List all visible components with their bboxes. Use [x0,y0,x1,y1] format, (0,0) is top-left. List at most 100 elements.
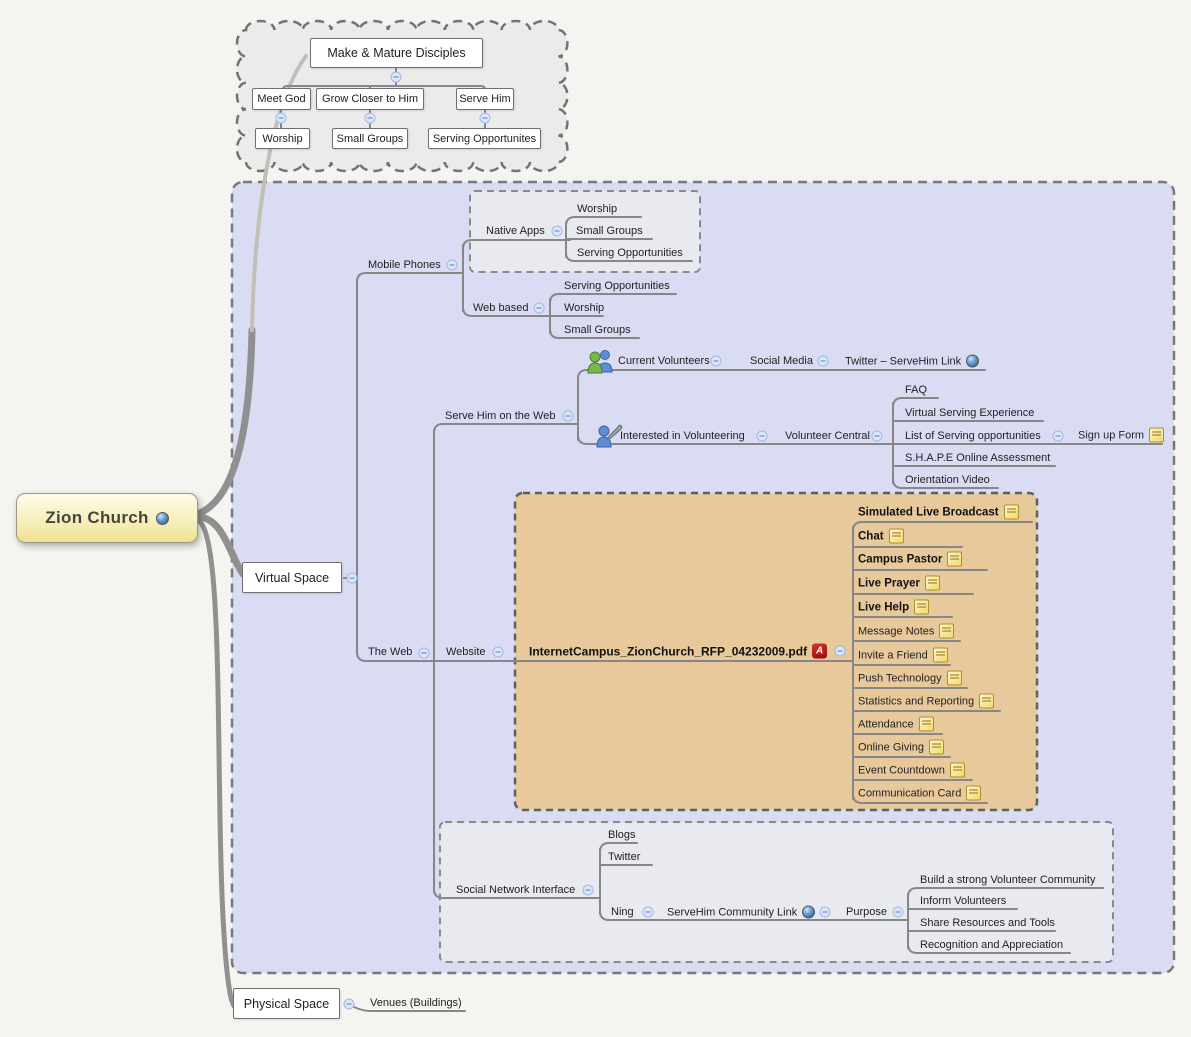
topic-campus-pastor[interactable]: Campus Pastor [858,551,963,567]
root-topic-zion-church[interactable]: Zion Church [16,493,198,543]
topic-webbased-worship[interactable]: Worship [564,302,605,314]
note-icon[interactable] [979,693,995,709]
topic-website[interactable]: Website [446,646,486,658]
topic-simulated-live-broadcast[interactable]: Simulated Live Broadcast [858,504,1019,520]
note-icon[interactable] [888,528,904,544]
collapse-minus-icon[interactable] [275,112,287,124]
collapse-minus-icon[interactable] [710,355,722,367]
topic-interested-in-volunteering[interactable]: Interested in Volunteering [620,430,745,442]
topic-internetcampus-pdf[interactable]: InternetCampus_ZionChurch_RFP_04232009.p… [529,643,828,659]
topic-faq[interactable]: FAQ [905,384,928,396]
collapse-minus-icon[interactable] [533,302,545,314]
topic-inform-volunteers[interactable]: Inform Volunteers [920,895,1007,907]
globe-icon[interactable] [966,354,980,368]
topic-meet-god[interactable]: Meet God [252,88,311,110]
topic-orientation-video[interactable]: Orientation Video [905,474,990,486]
topic-live-prayer[interactable]: Live Prayer [858,575,941,591]
topic-servehim-community-link[interactable]: ServeHim Community Link [667,905,816,919]
collapse-minus-icon[interactable] [1052,430,1064,442]
collapse-minus-icon[interactable] [562,410,574,422]
topic-online-giving[interactable]: Online Giving [858,739,945,755]
topic-event-countdown[interactable]: Event Countdown [858,762,965,778]
collapse-minus-icon[interactable] [871,430,883,442]
topic-label: Invite a Friend [858,649,928,661]
note-icon[interactable] [932,647,948,663]
topic-twitter[interactable]: Twitter [608,851,641,863]
topic-attendance[interactable]: Attendance [858,716,934,732]
topic-twitter-servehim-link[interactable]: Twitter – ServeHim Link [845,354,980,368]
collapse-minus-icon[interactable] [551,225,563,237]
note-icon[interactable] [929,739,945,755]
collapse-minus-icon[interactable] [418,647,430,659]
topic-push-technology[interactable]: Push Technology [858,670,962,686]
topic-native-small-groups[interactable]: Small Groups [576,225,643,237]
pdf-icon[interactable]: A [812,643,828,659]
note-icon[interactable] [914,599,930,615]
topic-serve-him[interactable]: Serve Him [456,88,514,110]
note-icon[interactable] [925,575,941,591]
topic-sign-up-form[interactable]: Sign up Form [1078,427,1165,443]
topic-the-web[interactable]: The Web [368,646,413,658]
collapse-minus-icon[interactable] [446,259,458,271]
note-icon[interactable] [939,623,955,639]
collapse-minus-icon[interactable] [642,906,654,918]
globe-icon[interactable] [802,905,816,919]
topic-shape-online-assessment[interactable]: S.H.A.P.E Online Assessment [905,452,1051,464]
topic-native-apps[interactable]: Native Apps [486,225,545,237]
topic-native-worship[interactable]: Worship [577,203,618,215]
topic-mobile-phones[interactable]: Mobile Phones [368,259,441,271]
note-icon[interactable] [918,716,934,732]
topic-grow-closer-to-him[interactable]: Grow Closer to Him [316,88,424,110]
topic-label: Grow Closer to Him [322,93,418,105]
topic-social-media[interactable]: Social Media [750,355,813,367]
note-icon[interactable] [946,670,962,686]
collapse-minus-icon[interactable] [364,112,376,124]
topic-webbased-small-groups[interactable]: Small Groups [564,324,631,336]
globe-icon[interactable] [155,511,169,525]
topic-virtual-serving-experience[interactable]: Virtual Serving Experience [905,407,1035,419]
topic-communication-card[interactable]: Communication Card [858,785,982,801]
topic-invite-a-friend[interactable]: Invite a Friend [858,647,948,663]
topic-message-notes[interactable]: Message Notes [858,623,955,639]
topic-webbased-serving-opportunities[interactable]: Serving Opportunities [564,280,670,292]
collapse-minus-icon[interactable] [346,572,358,584]
topic-make-mature-disciples[interactable]: Make & Mature Disciples [310,38,483,68]
topic-virtual-space[interactable]: Virtual Space [242,562,342,593]
collapse-minus-icon[interactable] [756,430,768,442]
collapse-minus-icon[interactable] [492,646,504,658]
note-icon[interactable] [966,785,982,801]
topic-current-volunteers[interactable]: Current Volunteers [618,355,710,367]
topic-native-serving-opportunities[interactable]: Serving Opportunities [577,247,683,259]
topic-web-based[interactable]: Web based [473,302,529,314]
topic-recognition-and-appreciation[interactable]: Recognition and Appreciation [920,939,1064,951]
topic-small-groups[interactable]: Small Groups [332,128,408,149]
topic-share-resources-and-tools[interactable]: Share Resources and Tools [920,917,1055,929]
topic-physical-space[interactable]: Physical Space [233,988,340,1019]
collapse-minus-icon[interactable] [834,645,846,657]
topic-serving-opportunites[interactable]: Serving Opportunites [428,128,541,149]
topic-venues-buildings[interactable]: Venues (Buildings) [370,997,462,1009]
note-icon[interactable] [1149,427,1165,443]
collapse-minus-icon[interactable] [819,906,831,918]
topic-ning[interactable]: Ning [611,906,634,918]
collapse-minus-icon[interactable] [479,112,491,124]
topic-live-help[interactable]: Live Help [858,599,930,615]
collapse-minus-icon[interactable] [817,355,829,367]
topic-purpose[interactable]: Purpose [846,906,887,918]
topic-serve-him-on-the-web[interactable]: Serve Him on the Web [445,410,556,422]
note-icon[interactable] [947,551,963,567]
note-icon[interactable] [1003,504,1019,520]
topic-chat[interactable]: Chat [858,528,904,544]
topic-worship[interactable]: Worship [255,128,310,149]
collapse-minus-icon[interactable] [390,71,402,83]
collapse-minus-icon[interactable] [343,998,355,1010]
topic-blogs[interactable]: Blogs [608,829,636,841]
collapse-minus-icon[interactable] [892,906,904,918]
note-icon[interactable] [949,762,965,778]
topic-volunteer-central[interactable]: Volunteer Central [785,430,870,442]
collapse-minus-icon[interactable] [582,884,594,896]
topic-statistics-and-reporting[interactable]: Statistics and Reporting [858,693,995,709]
topic-build-volunteer-community[interactable]: Build a strong Volunteer Community [920,874,1096,886]
topic-list-of-serving-opportunities[interactable]: List of Serving opportunities [905,430,1041,442]
topic-social-network-interface[interactable]: Social Network Interface [456,884,576,896]
